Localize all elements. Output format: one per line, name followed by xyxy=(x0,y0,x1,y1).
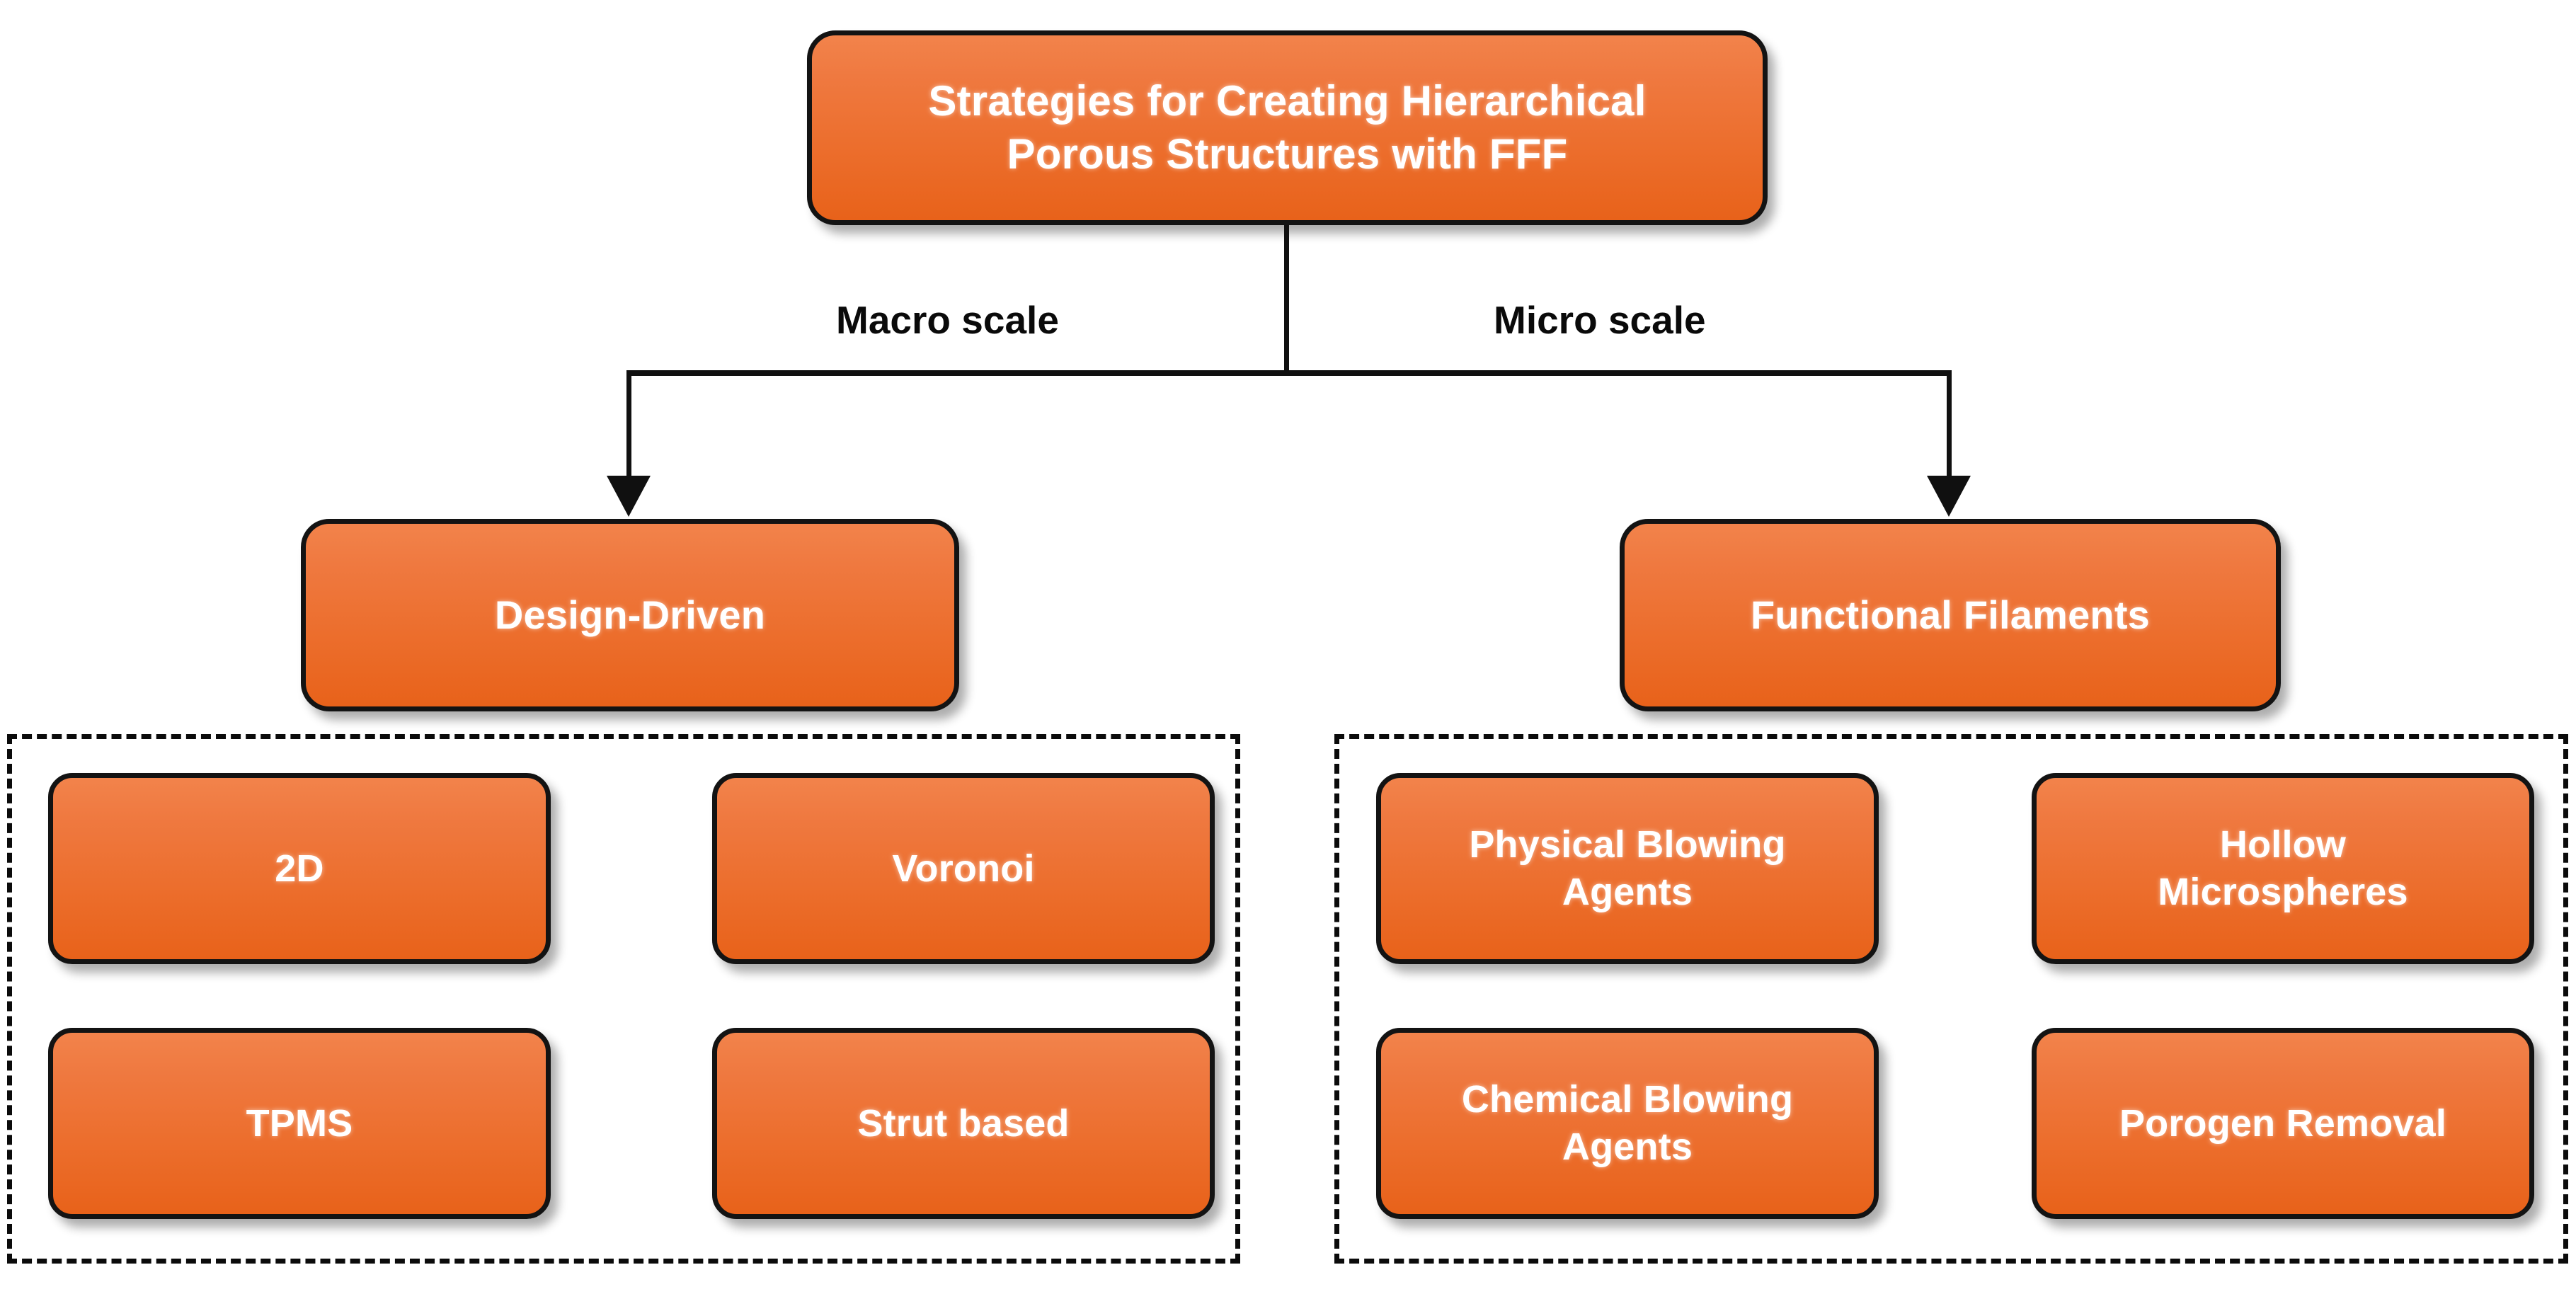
node-functional-filaments-label: Functional Filaments xyxy=(1750,592,2151,638)
edge-label-micro-scale: Micro scale xyxy=(1494,298,1706,342)
node-porogen-removal-label: Porogen Removal xyxy=(2119,1101,2447,1145)
node-design-driven[interactable]: Design-Driven xyxy=(301,519,959,711)
edge-label-macro-scale: Macro scale xyxy=(836,298,1059,342)
connector-drop-macro xyxy=(626,370,631,478)
node-physical-blowing-agents-label: Physical Blowing Agents xyxy=(1469,823,1786,913)
node-porogen-removal[interactable]: Porogen Removal xyxy=(2032,1028,2534,1219)
node-strut-based[interactable]: Strut based xyxy=(712,1028,1215,1219)
group-container-micro xyxy=(1334,734,2568,1264)
node-physical-blowing-agents[interactable]: Physical Blowing Agents xyxy=(1376,773,1879,964)
node-hollow-microspheres[interactable]: Hollow Microspheres xyxy=(2032,773,2534,964)
node-voronoi[interactable]: Voronoi xyxy=(712,773,1215,964)
node-2d[interactable]: 2D xyxy=(48,773,551,964)
node-strut-based-label: Strut based xyxy=(857,1101,1070,1145)
node-title-label: Strategies for Creating Hierarchical Por… xyxy=(928,77,1647,178)
node-chemical-blowing-agents-label: Chemical Blowing Agents xyxy=(1461,1078,1794,1168)
node-tpms[interactable]: TPMS xyxy=(48,1028,551,1219)
node-title[interactable]: Strategies for Creating Hierarchical Por… xyxy=(807,30,1768,225)
node-functional-filaments[interactable]: Functional Filaments xyxy=(1620,519,2281,711)
node-tpms-label: TPMS xyxy=(246,1101,353,1145)
node-hollow-microspheres-label: Hollow Microspheres xyxy=(2158,823,2408,913)
node-2d-label: 2D xyxy=(275,847,324,890)
group-container-macro xyxy=(7,734,1240,1264)
arrowhead-micro-icon xyxy=(1927,476,1971,517)
node-design-driven-label: Design-Driven xyxy=(494,592,766,638)
arrowhead-macro-icon xyxy=(607,476,651,517)
connector-drop-micro xyxy=(1947,370,1952,478)
node-chemical-blowing-agents[interactable]: Chemical Blowing Agents xyxy=(1376,1028,1879,1219)
node-voronoi-label: Voronoi xyxy=(892,847,1035,890)
connector-title-stem xyxy=(1284,225,1289,375)
connector-horizontal-bus xyxy=(626,370,1952,376)
